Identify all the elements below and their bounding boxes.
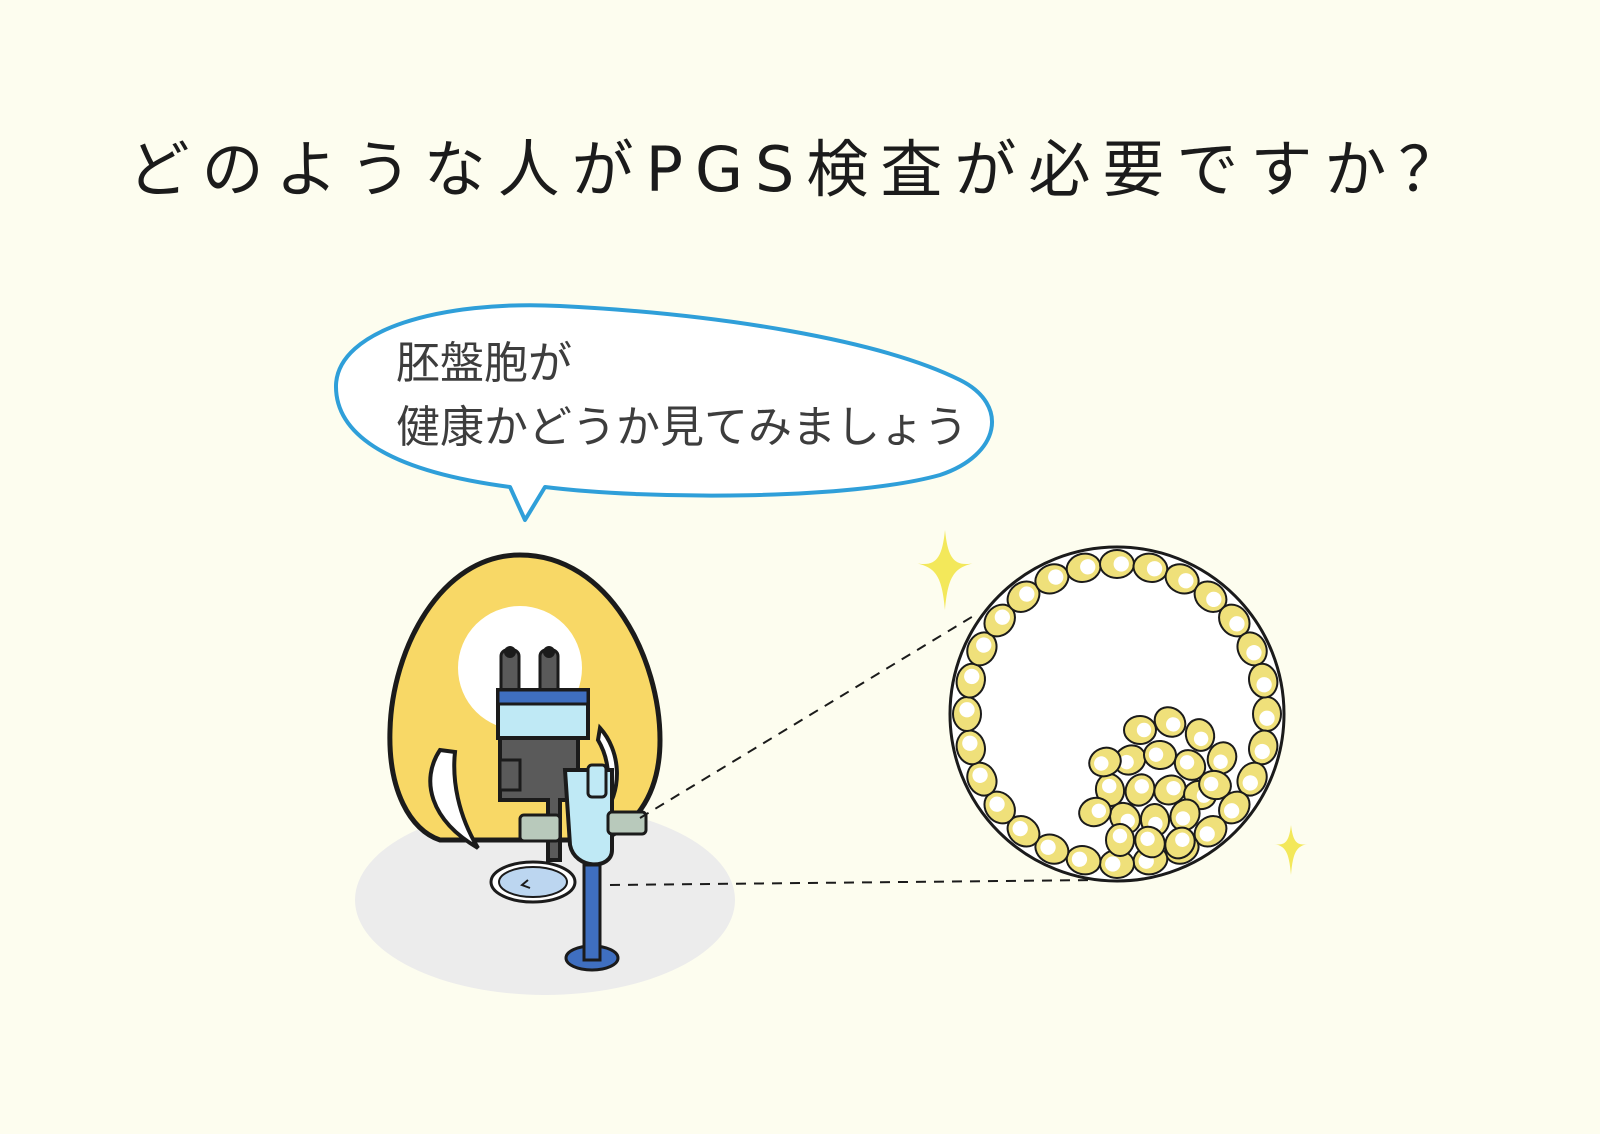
speech-bubble-text: 胚盤胞が 健康かどうか見てみましょう: [396, 332, 968, 460]
blastocyst-cell: [966, 631, 998, 667]
blastocyst-cell: [1169, 798, 1201, 832]
blastocyst-icon: [948, 545, 1286, 883]
blastocyst-cell: [983, 790, 1016, 825]
blastocyst-cell: [1132, 552, 1169, 583]
blastocyst-cell: [1006, 580, 1041, 613]
microscope-icon: [489, 646, 648, 972]
blastocyst-cell: [1164, 826, 1196, 860]
speech-bubble-line-1: 胚盤胞が: [396, 338, 572, 389]
blastocyst-cell: [1124, 773, 1156, 807]
blastocyst-cell: [1099, 549, 1135, 579]
speech-bubble: [333, 303, 995, 522]
zoom-line-top: [639, 614, 976, 819]
blastocyst-cell: [1123, 715, 1157, 745]
speech-bubble-line-2: 健康かどうか見てみましょう: [396, 402, 968, 453]
blastocyst-cell: [1218, 603, 1251, 638]
sparkle-icon: [915, 530, 975, 610]
blastocyst-cell: [1104, 823, 1136, 857]
blastocyst-cell: [1184, 718, 1216, 752]
blastocyst-cell: [1252, 696, 1282, 732]
blastocyst-cell: [1134, 825, 1166, 859]
blastocyst-cell: [1198, 769, 1232, 801]
blastocyst-cell: [1143, 739, 1177, 771]
blastocyst-cell: [1193, 580, 1228, 613]
blastocyst-cell: [1164, 563, 1200, 595]
sparkle-icon: [1274, 825, 1308, 875]
blastocyst-cell: [1065, 845, 1102, 876]
blastocyst-cell: [1248, 729, 1279, 766]
blastocyst-cell: [1153, 774, 1187, 806]
blastocyst-cell: [1078, 796, 1112, 828]
blastocyst-cell: [1034, 833, 1070, 865]
blastocyst-cell: [952, 696, 982, 732]
blastocyst-cell: [955, 662, 986, 699]
page-title: どのような人がPGS検査が必要ですか？: [127, 133, 1473, 206]
blastocyst-cell: [983, 603, 1016, 638]
blastocyst-cell: [1153, 706, 1187, 738]
zoom-line-bottom: [609, 879, 1101, 886]
blastocyst-cell: [1248, 662, 1279, 699]
